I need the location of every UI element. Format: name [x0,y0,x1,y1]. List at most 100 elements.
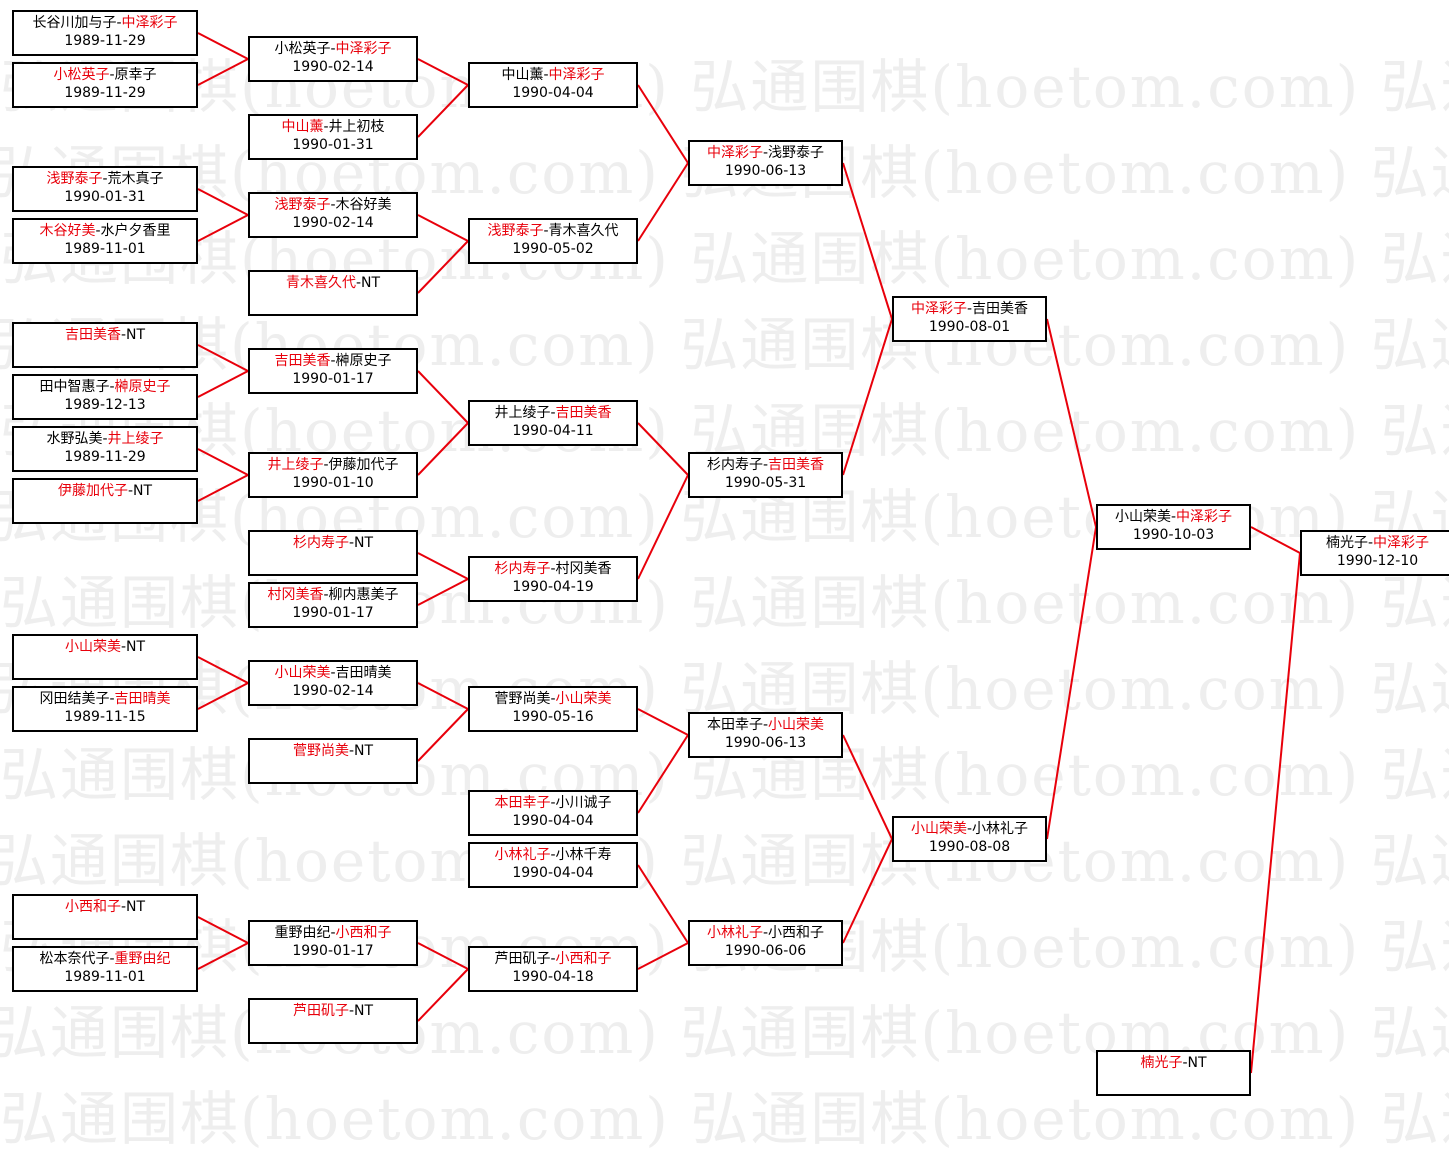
match-date: 1990-04-04 [512,865,594,881]
match-date: 1990-04-11 [512,423,594,439]
vs-dash: - [120,639,127,655]
player-1: 菅野尚美 [494,691,551,707]
player-2: 井上绫子 [107,431,164,447]
bracket-line [842,162,893,320]
match-date: 1990-06-13 [724,163,807,179]
match-box: 菅野尚美-NT [248,738,418,784]
vs-dash: - [120,327,127,343]
bracket-line [637,422,689,476]
vs-dash: - [550,691,556,707]
player-2: NT [354,1003,374,1019]
vs-dash: - [330,353,336,369]
bracket-line [637,942,689,970]
player-2: 吉田美香 [768,457,825,473]
bracket-line [1046,526,1097,840]
match-date: 1990-12-10 [1336,553,1419,569]
match-players: 小西和子-NT [14,898,196,916]
bracket-line [637,708,689,736]
vs-dash: - [116,15,122,31]
bracket-line [417,240,469,294]
player-2: 中泽彩子 [1373,535,1430,551]
vs-dash: - [966,821,973,837]
player-1: 伊藤加代子 [57,483,128,499]
bracket-line [197,448,249,476]
bracket-line [417,214,469,242]
match-box: 小山荣美-NT [12,634,198,680]
player-2: 浅野泰子 [768,145,825,161]
player-2: 井上初枝 [328,119,385,135]
player-1: 木谷好美 [39,223,96,239]
player-2: 吉田晴美 [335,665,392,681]
match-box: 楠光子-NT [1096,1050,1251,1096]
vs-dash: - [762,717,769,733]
bracket-line [637,474,689,580]
match-box: 伊藤加代子-NT [12,478,198,524]
match-date: 1990-01-17 [292,371,374,387]
player-2: 小山荣美 [768,717,825,733]
player-2: 小西和子 [768,925,825,941]
vs-dash: - [355,275,362,291]
vs-dash: - [127,483,134,499]
match-players: 小山荣美-NT [14,638,196,656]
bracket-line [417,708,469,762]
player-2: 吉田美香 [555,405,612,421]
player-1: 小西和子 [64,899,121,915]
match-players: 菅野尚美-NT [250,742,416,760]
player-1: 小林礼子 [494,847,551,863]
match-players: 村冈美香-柳内惠美子 [250,586,416,604]
player-1: 长谷川加与子 [32,15,117,31]
match-box: 小西和子-NT [12,894,198,940]
player-1: 芦田矶子 [292,1003,349,1019]
player-2: 青木喜久代 [548,223,619,239]
player-2: 小西和子 [555,951,612,967]
bracket-line [842,734,893,840]
match-players: 浅野泰子-木谷好美 [250,196,416,214]
match-date: 1990-08-08 [928,839,1011,855]
match-date: 1990-06-13 [724,735,807,751]
player-1: 中山薰 [501,67,544,83]
match-date: 1990-05-02 [512,241,594,257]
match-players: 中山薰-中泽彩子 [470,66,636,84]
vs-dash: - [330,925,336,941]
player-1: 浅野泰子 [487,223,544,239]
vs-dash: - [550,561,556,577]
vs-dash: - [1170,509,1177,525]
match-date: 1989-11-01 [64,969,146,985]
vs-dash: - [323,457,329,473]
match-date: 1990-04-18 [512,969,594,985]
match-players: 青木喜久代-NT [250,274,416,292]
player-1: 杉内寿子 [494,561,551,577]
player-2: NT [1187,1055,1207,1071]
player-2: 吉田美香 [972,301,1029,317]
bracket-line [197,942,249,970]
player-2: NT [133,483,153,499]
player-1: 中山薰 [281,119,324,135]
bracket-line [1250,552,1301,1074]
player-2: NT [126,639,146,655]
vs-dash: - [762,925,769,941]
match-players: 吉田美香-NT [14,326,196,344]
match-players: 楠光子-中泽彩子 [1302,534,1449,552]
match-date: 1990-01-31 [64,189,146,205]
match-date: 1989-11-29 [64,85,146,101]
match-players: 田中智惠子-榊原史子 [14,378,196,396]
match-date: 1990-02-14 [292,59,374,75]
player-2: 重野由纪 [114,951,171,967]
bracket-line [197,344,249,372]
player-2: 小林千寿 [555,847,612,863]
player-1: 吉田美香 [274,353,331,369]
vs-dash: - [550,795,556,811]
match-players: 中泽彩子-吉田美香 [894,300,1045,318]
bracket-line [197,370,249,398]
